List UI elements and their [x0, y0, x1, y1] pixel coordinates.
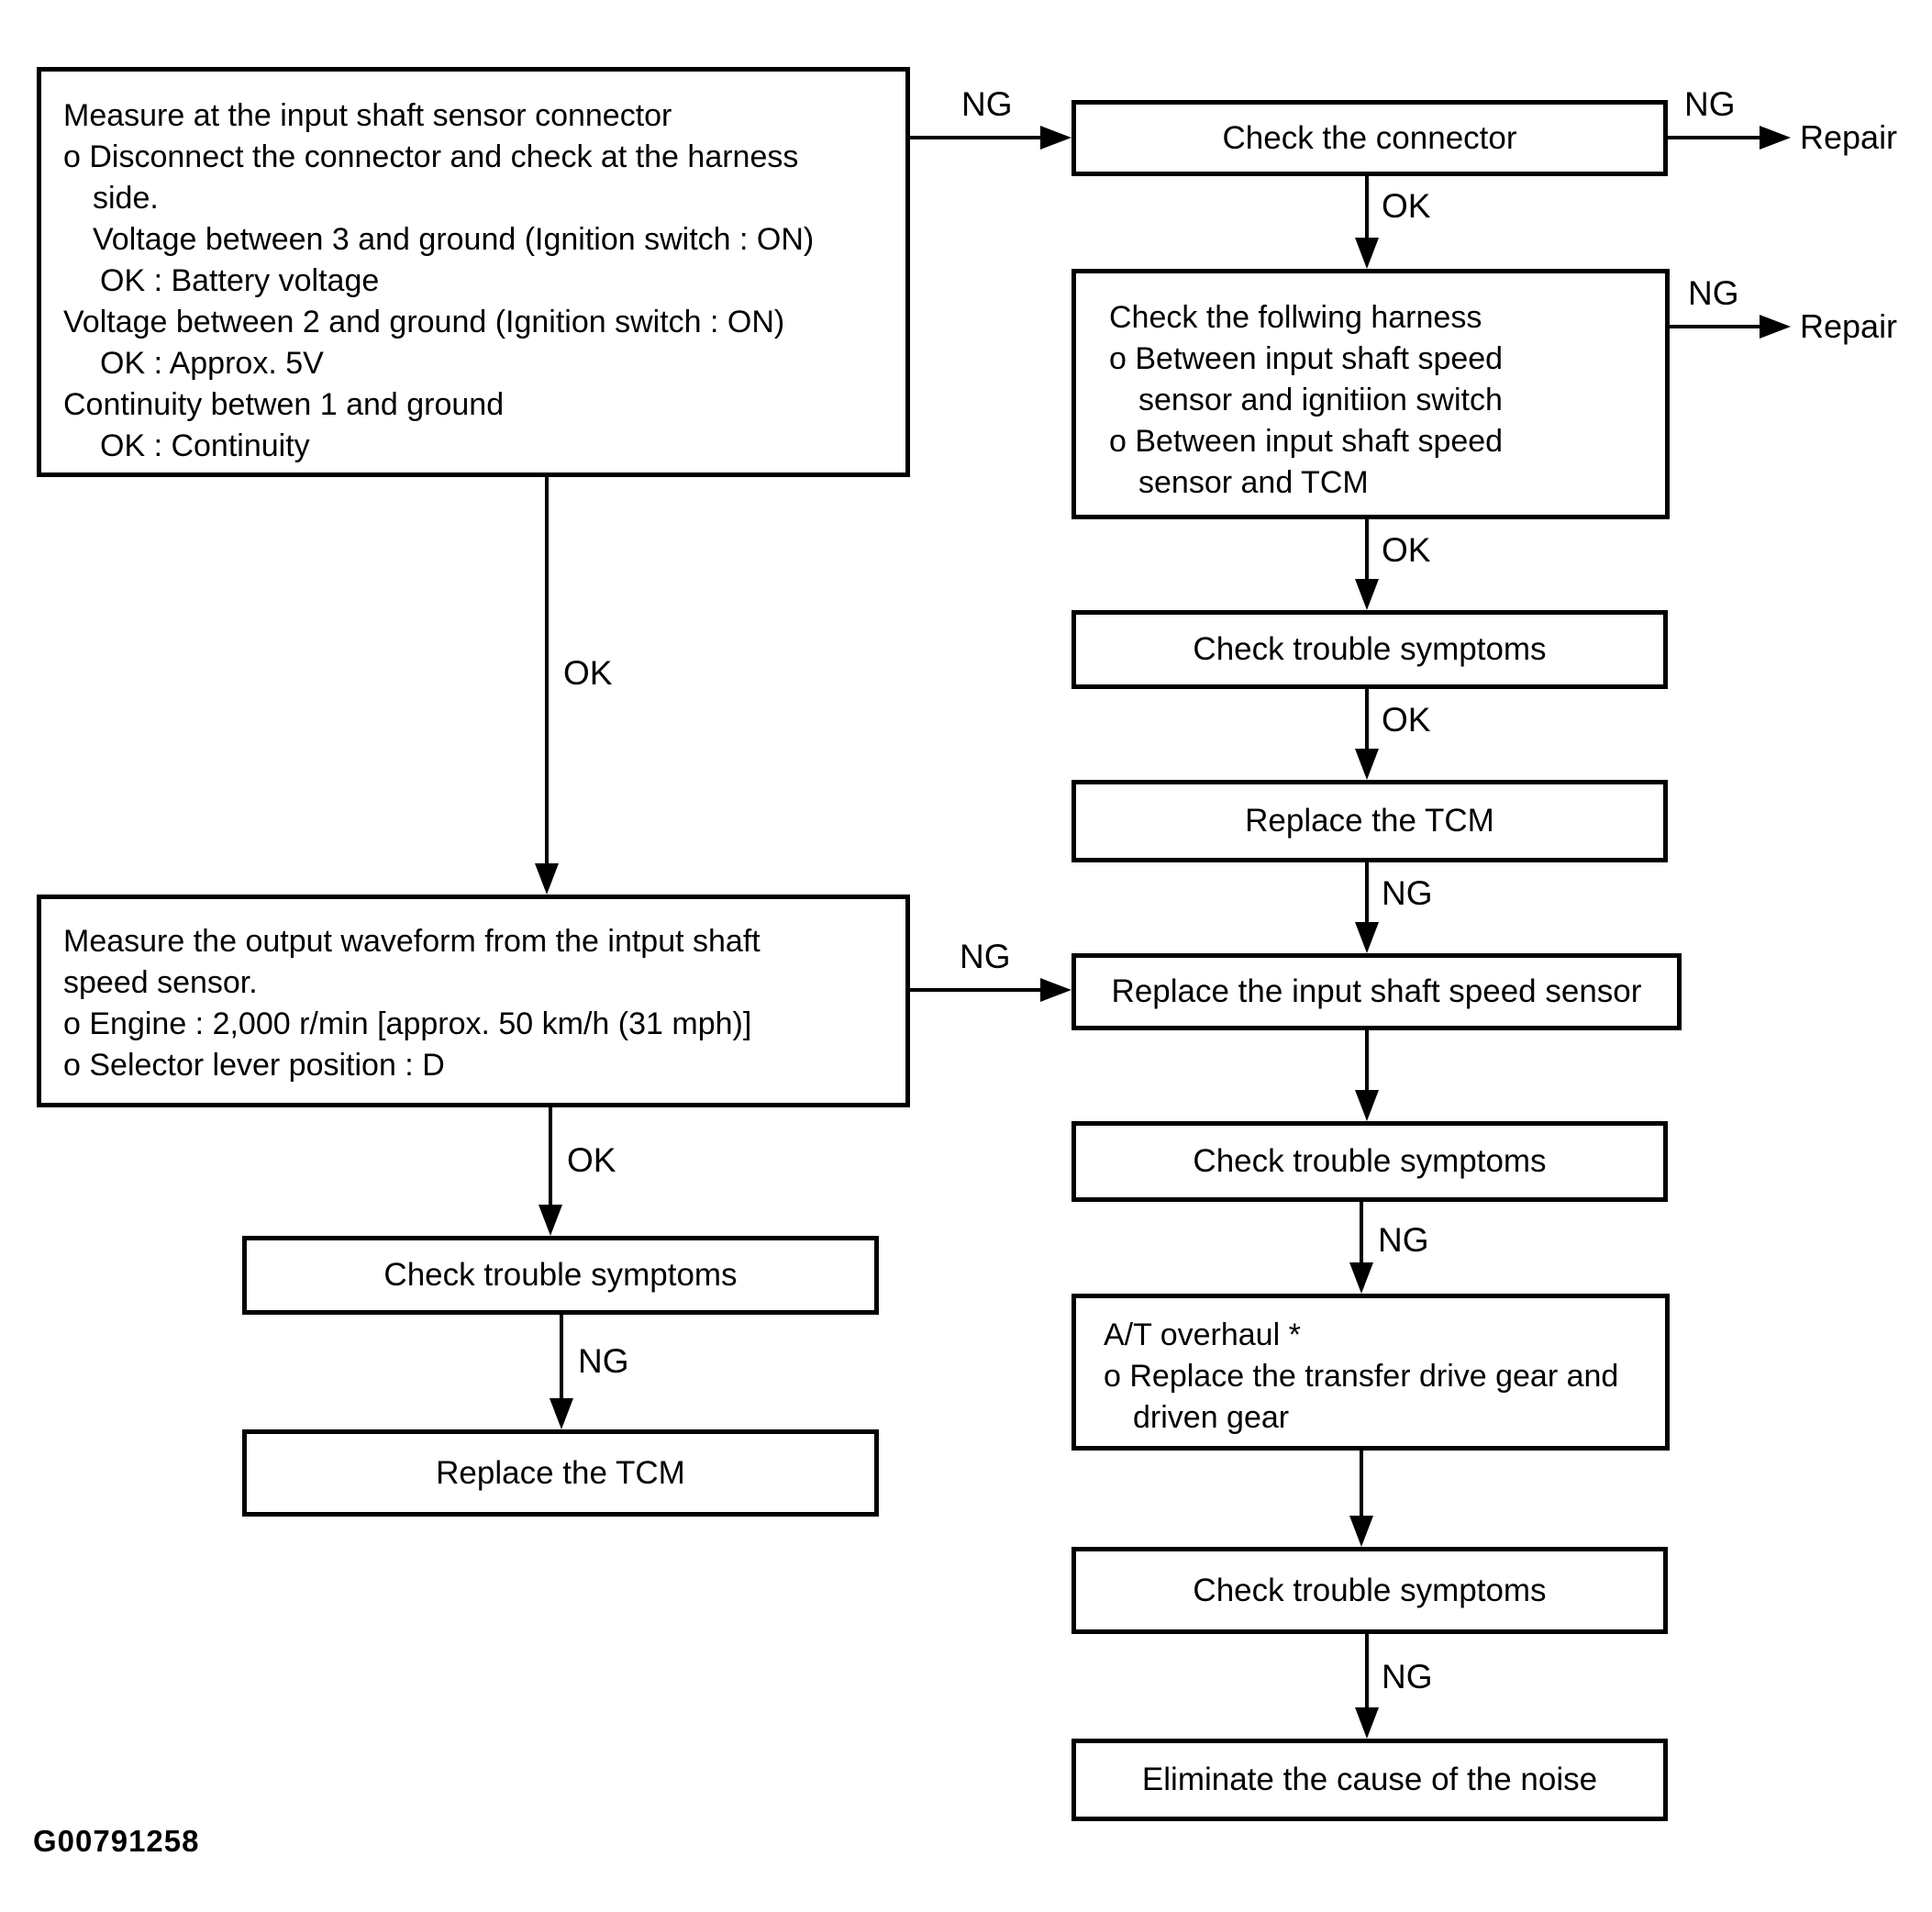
box-text: Replace the TCM: [436, 1454, 685, 1491]
box-text-line: Measure the output waveform from the int…: [63, 924, 761, 959]
box-text-line: driven gear: [1133, 1400, 1290, 1435]
arrowhead-down-icon: [550, 1398, 573, 1429]
box-text: Check trouble symptoms: [1193, 1572, 1547, 1608]
arrowhead-down-icon: [1355, 922, 1379, 953]
box-text-line: Check the follwing harness: [1109, 300, 1482, 335]
arrow-line: [1360, 1202, 1363, 1262]
arrow-line: [908, 988, 1040, 992]
box-replace-tcm-left: Replace the TCM: [242, 1429, 879, 1517]
box-text-line: speed sensor.: [63, 965, 258, 1000]
edge-label-ok: OK: [563, 654, 613, 692]
box-text: Check trouble symptoms: [383, 1257, 738, 1293]
arrowhead-right-icon: [1040, 978, 1071, 1002]
figure-code: G00791258: [33, 1824, 200, 1858]
box-text-line: Voltage between 2 and ground (Ignition s…: [63, 305, 785, 339]
arrow-line: [1668, 136, 1760, 139]
box-text-line: o Replace the transfer drive gear and: [1104, 1359, 1619, 1394]
arrow-line: [1365, 862, 1369, 922]
repair-terminal: Repair: [1800, 118, 1898, 156]
edge-label-ng: NG: [1382, 1658, 1433, 1695]
box-text: Check trouble symptoms: [1193, 631, 1547, 667]
box-text-line: sensor and ignitiion switch: [1138, 383, 1503, 417]
box-text-line: OK : Continuity: [100, 428, 310, 463]
edge-label-ng: NG: [960, 938, 1011, 975]
box-text-line: A/T overhaul *: [1104, 1317, 1301, 1352]
box-check-trouble-symptoms-2: Check trouble symptoms: [1071, 1121, 1668, 1202]
edge-label-ng: NG: [961, 85, 1013, 123]
arrow-line: [560, 1315, 563, 1398]
arrow-line: [908, 136, 1040, 139]
arrow-line: [1365, 1030, 1369, 1090]
box-text-line: o Disconnect the connector and check at …: [63, 139, 799, 174]
arrowhead-right-icon: [1760, 315, 1791, 339]
arrow-line: [1365, 1634, 1369, 1707]
box-text-line: o Engine : 2,000 r/min [approx. 50 km/h …: [63, 1006, 752, 1041]
box-check-the-connector: Check the connector: [1071, 100, 1668, 176]
edge-label-ok: OK: [567, 1141, 616, 1179]
box-text-line: o Between input shaft speed: [1109, 341, 1504, 376]
box-text-line: Voltage between 3 and ground (Ignition s…: [93, 222, 815, 257]
box-replace-input-shaft-speed-sensor: Replace the input shaft speed sensor: [1071, 953, 1682, 1030]
edge-label-ok: OK: [1382, 701, 1431, 739]
arrowhead-down-icon: [1355, 1090, 1379, 1121]
arrow-line: [1360, 1451, 1363, 1516]
arrowhead-down-icon: [1355, 238, 1379, 269]
box-text: Replace the input shaft speed sensor: [1111, 973, 1642, 1009]
arrow-line: [1365, 175, 1369, 238]
box-check-trouble-symptoms-3: Check trouble symptoms: [1071, 1547, 1668, 1634]
arrow-line: [545, 477, 549, 863]
arrowhead-right-icon: [1760, 126, 1791, 150]
box-text-line: Continuity betwen 1 and ground: [63, 387, 505, 422]
box-check-following-harness: Check the follwing harness o Between inp…: [1071, 269, 1670, 519]
box-check-trouble-symptoms-left: Check trouble symptoms: [242, 1236, 879, 1315]
edge-label-ng: NG: [1378, 1221, 1429, 1259]
box-text-line: sensor and TCM: [1138, 465, 1369, 500]
box-text-line: OK : Approx. 5V: [100, 346, 324, 381]
box-text-line: OK : Battery voltage: [100, 263, 380, 298]
arrowhead-down-icon: [535, 863, 559, 895]
arrow-line: [549, 1107, 552, 1205]
arrowhead-down-icon: [1355, 749, 1379, 780]
arrowhead-down-icon: [1355, 579, 1379, 610]
box-text-line: side.: [93, 181, 159, 216]
edge-label-ok: OK: [1382, 187, 1431, 225]
arrowhead-down-icon: [539, 1205, 562, 1236]
edge-label-ng: NG: [1684, 85, 1736, 123]
box-text: Check trouble symptoms: [1193, 1143, 1547, 1179]
box-replace-tcm-right: Replace the TCM: [1071, 780, 1668, 862]
arrowhead-down-icon: [1349, 1516, 1373, 1547]
box-at-overhaul: A/T overhaul * o Replace the transfer dr…: [1071, 1294, 1670, 1451]
box-measure-at-input-shaft-sensor-connector: Measure at the input shaft sensor connec…: [37, 67, 910, 477]
box-measure-output-waveform: Measure the output waveform from the int…: [37, 895, 910, 1107]
edge-label-ng: NG: [1382, 874, 1433, 912]
box-text-line: Measure at the input shaft sensor connec…: [63, 98, 672, 133]
arrowhead-right-icon: [1040, 126, 1071, 150]
edge-label-ng: NG: [578, 1342, 629, 1380]
box-text-line: o Selector lever position : D: [63, 1048, 445, 1083]
box-eliminate-cause-of-noise: Eliminate the cause of the noise: [1071, 1739, 1668, 1821]
box-check-trouble-symptoms-1: Check trouble symptoms: [1071, 610, 1668, 689]
box-text: Replace the TCM: [1245, 803, 1494, 839]
box-text: Check the connector: [1222, 119, 1517, 156]
arrowhead-down-icon: [1349, 1262, 1373, 1294]
box-text-line: o Between input shaft speed: [1109, 424, 1504, 459]
arrowhead-down-icon: [1355, 1707, 1379, 1739]
arrow-line: [1670, 325, 1760, 328]
box-text: Eliminate the cause of the noise: [1141, 1762, 1598, 1797]
edge-label-ng: NG: [1688, 274, 1739, 312]
arrow-line: [1365, 689, 1369, 749]
arrow-line: [1365, 519, 1369, 579]
repair-terminal: Repair: [1800, 307, 1898, 345]
edge-label-ok: OK: [1382, 531, 1431, 569]
